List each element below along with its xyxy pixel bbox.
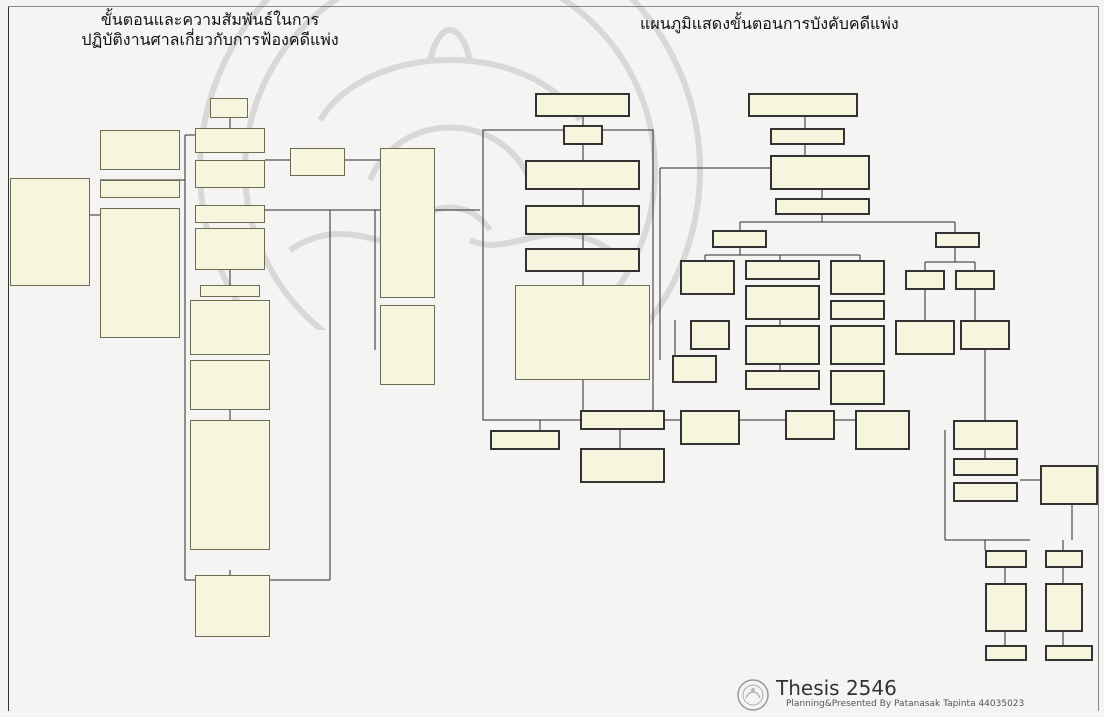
flow-box xyxy=(100,180,180,198)
flow-box xyxy=(770,155,870,190)
flow-box xyxy=(745,285,820,320)
flow-box xyxy=(770,128,845,145)
page-border-right xyxy=(1098,6,1099,711)
flow-box xyxy=(195,160,265,188)
flow-box xyxy=(680,410,740,445)
flow-box xyxy=(1040,465,1098,505)
flow-box xyxy=(830,260,885,295)
flow-box xyxy=(190,420,270,550)
page-border-top xyxy=(8,6,1098,7)
flow-box xyxy=(960,320,1010,350)
flow-box xyxy=(210,98,248,118)
flow-box xyxy=(775,198,870,215)
flow-box xyxy=(195,128,265,153)
flow-box xyxy=(985,550,1027,568)
flow-box xyxy=(712,230,767,248)
flow-box xyxy=(195,228,265,270)
flow-box xyxy=(745,325,820,365)
flow-box xyxy=(985,645,1027,661)
flow-box xyxy=(955,270,995,290)
flow-box xyxy=(100,208,180,338)
flow-box xyxy=(535,93,630,117)
flow-box xyxy=(1045,550,1083,568)
left-title-text: ขั้นตอนและความสัมพันธ์ในการ ปฏิบัติงานศา… xyxy=(81,10,339,49)
flow-box xyxy=(195,205,265,223)
flow-box xyxy=(830,300,885,320)
flow-box xyxy=(745,370,820,390)
flow-box xyxy=(690,320,730,350)
flow-box xyxy=(855,410,910,450)
flow-box xyxy=(953,420,1018,450)
flow-box xyxy=(10,178,90,286)
flow-box xyxy=(515,285,650,380)
flow-box xyxy=(785,410,835,440)
flow-box xyxy=(748,93,858,117)
flow-box xyxy=(380,305,435,385)
flow-box xyxy=(745,260,820,280)
flow-box xyxy=(680,260,735,295)
flow-box xyxy=(895,320,955,355)
flow-box xyxy=(580,410,665,430)
flow-box xyxy=(953,458,1018,476)
footer-credit: Thesis 2546 Planning&Presented By Patana… xyxy=(736,676,1096,712)
flow-box xyxy=(200,285,260,297)
flow-box xyxy=(672,355,717,383)
right-diagram-title: แผนภูมิแสดงขั้นตอนการบังคับคดีแพ่ง xyxy=(640,14,899,34)
flow-box xyxy=(525,160,640,190)
footer-subtitle: Planning&Presented By Patanasak Tapinta … xyxy=(786,699,1025,709)
footer-title: Thesis 2546 xyxy=(776,676,897,700)
flow-box xyxy=(953,482,1018,502)
flow-box xyxy=(1045,645,1093,661)
flow-box xyxy=(1045,583,1083,632)
flow-box xyxy=(290,148,345,176)
flow-box xyxy=(830,370,885,405)
flow-box xyxy=(190,300,270,355)
flow-box xyxy=(985,583,1027,632)
flow-box xyxy=(380,148,435,298)
flow-box xyxy=(935,232,980,248)
flow-box xyxy=(490,430,560,450)
university-seal-icon xyxy=(737,679,769,711)
page-border-left xyxy=(8,6,9,711)
flow-box xyxy=(905,270,945,290)
left-diagram-title: ขั้นตอนและความสัมพันธ์ในการ ปฏิบัติงานศา… xyxy=(60,10,360,50)
flow-box xyxy=(580,448,665,483)
flow-box xyxy=(563,125,603,145)
flow-box xyxy=(195,575,270,637)
flow-box xyxy=(525,205,640,235)
flow-box xyxy=(830,325,885,365)
flow-box xyxy=(100,130,180,170)
flow-box xyxy=(190,360,270,410)
flow-box xyxy=(525,248,640,272)
right-title-text: แผนภูมิแสดงขั้นตอนการบังคับคดีแพ่ง xyxy=(640,14,899,33)
